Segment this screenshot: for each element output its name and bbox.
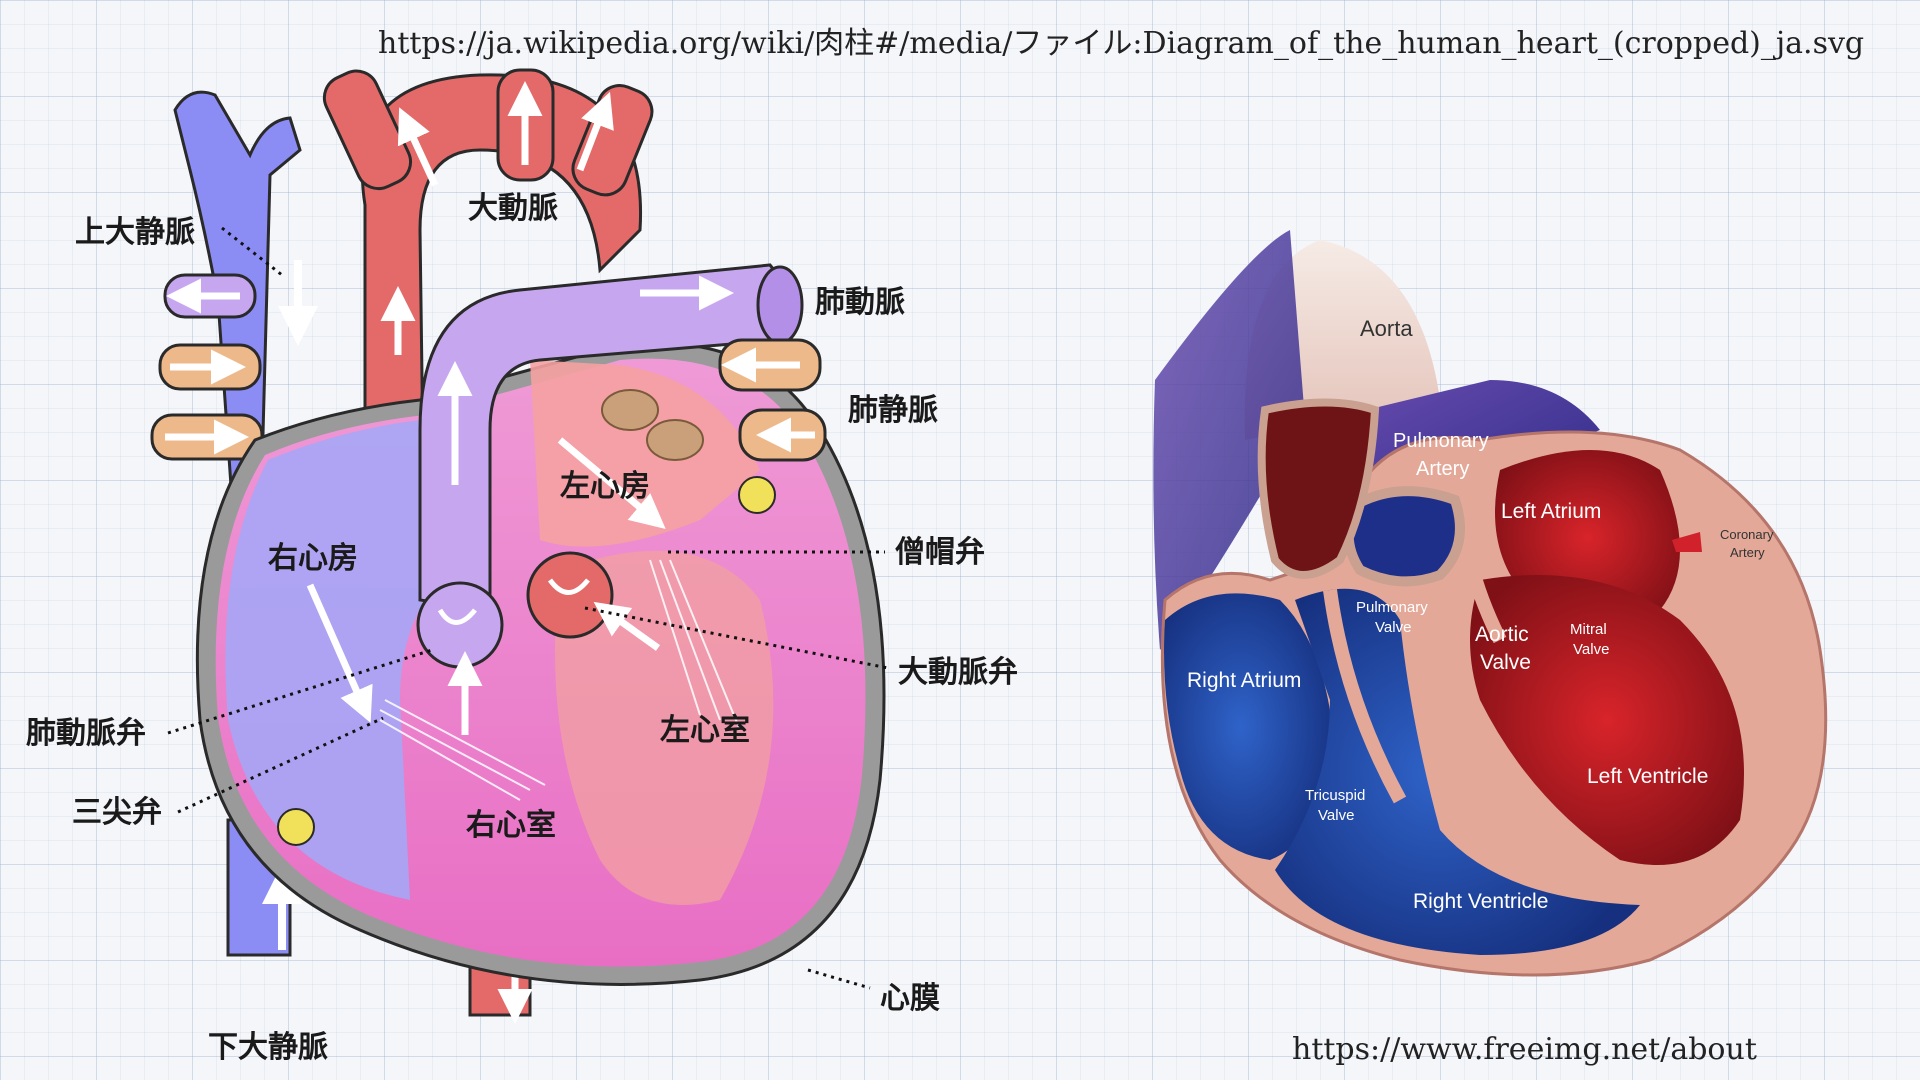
label-aortic-valve-line2: Valve [1480,651,1531,674]
aortic-valve-septum [1463,558,1507,644]
label-aorta: 大動脈 [468,191,558,226]
label-left-ventricle-en: Left Ventricle [1587,765,1708,788]
label-pulmonary-valve-line1: Pulmonary [1356,599,1428,616]
label-tricuspid-valve-line2: Valve [1318,807,1354,824]
label-mitral-valve-line2: Valve [1573,641,1609,658]
source-url-bottom: https://www.freeimg.net/about [1292,1032,1757,1067]
right-branch-vessels [150,273,264,461]
chordae-tendineae [379,559,741,801]
label-mitral-valve-line1: Mitral [1570,621,1607,638]
label-right-ventricle: 右心室 [466,808,556,843]
label-left-ventricle: 左心室 [660,713,750,748]
interventricular-septum [1323,589,1407,804]
pulmonary-veins [718,338,827,462]
label-aorta-en: Aorta [1360,316,1413,341]
left-ventricle-shape [1470,575,1744,865]
aortic-chamber-shape [1257,398,1380,579]
label-right-atrium-en: Right Atrium [1187,669,1301,692]
label-coronary-artery-line1: Coronary [1720,527,1774,542]
label-pulmonary-artery-line1: Pulmonary [1393,430,1489,452]
valves [277,389,776,846]
label-tricuspid-valve: 三尖弁 [72,795,162,830]
aorta [322,68,654,602]
flow-arrows [306,437,666,735]
japanese-heart-diagram: 上大静脈 大動脈 肺動脈 肺静脈 左心房 右心房 僧帽弁 大動脈弁 肺動脈弁 三… [26,68,1018,1065]
label-aortic-valve-line1: Aortic [1475,623,1529,646]
right-atrium-shape [1164,593,1335,860]
label-pericardium: 心膜 [880,981,940,1016]
label-right-ventricle-en: Right Ventricle [1413,890,1548,913]
label-inferior-vena-cava: 下大静脈 [208,1030,328,1065]
label-pulmonary-artery: 肺動脈 [815,285,905,320]
label-pulmonary-vein: 肺静脈 [848,393,938,428]
leader-lines [167,226,889,990]
right-ventricle-shape [1275,588,1640,955]
label-coronary-artery-line2: Artery [1730,545,1765,560]
label-pulmonary-valve-line2: Valve [1375,619,1411,636]
pulmonary-artery [418,263,804,612]
label-tricuspid-valve-line1: Tricuspid [1305,787,1365,804]
label-superior-vena-cava: 上大静脈 [75,215,195,250]
label-left-atrium: 左心房 [560,469,650,504]
english-heart-diagram: Aorta Pulmonary Artery Left Atrium Coron… [1153,230,1828,977]
heart-body [195,341,886,986]
label-aortic-valve: 大動脈弁 [898,655,1018,690]
label-mitral-valve: 僧帽弁 [895,535,985,570]
label-pulmonary-artery-line2: Artery [1416,458,1469,480]
label-pulmonary-valve: 肺動脈弁 [26,716,146,751]
pulmonary-valve-shape [1343,486,1465,587]
label-right-atrium: 右心房 [268,541,358,576]
superior-vena-cava-shape [1153,230,1305,650]
label-left-atrium-en: Left Atrium [1501,500,1601,523]
coronary-artery-marker [1672,532,1702,552]
source-url-top: https://ja.wikipedia.org/wiki/肉柱#/media/… [378,26,1865,61]
